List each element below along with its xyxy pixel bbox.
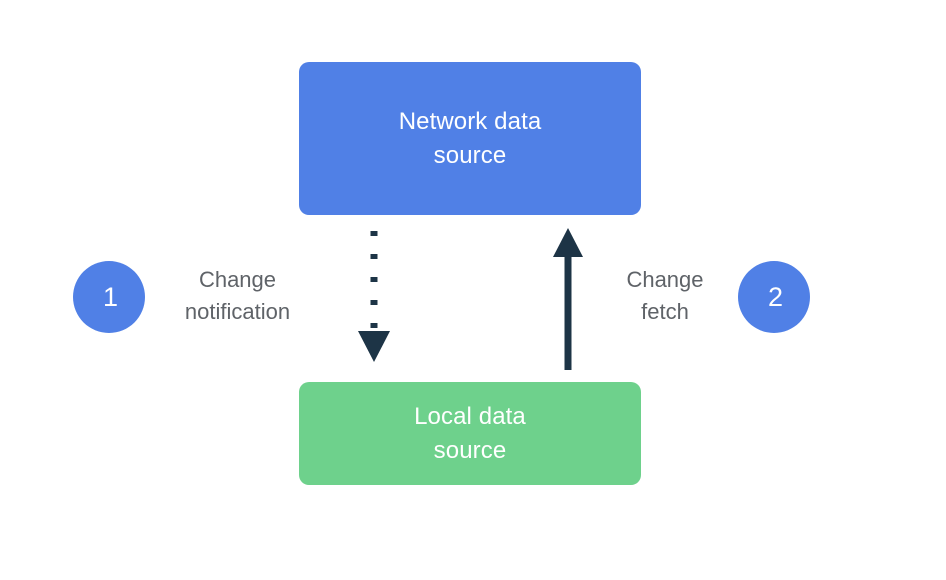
edge-label-change-fetch: Change fetch xyxy=(626,267,704,324)
arrowhead-up-icon xyxy=(553,228,583,257)
step-badge-1[interactable]: 1 xyxy=(73,261,145,333)
edge-change-notification-arrow xyxy=(358,231,390,362)
step-badge-2[interactable]: 2 xyxy=(738,261,810,333)
arrowhead-down-icon xyxy=(358,331,390,362)
edge-label-change-notification: Change notification xyxy=(184,267,291,324)
edge-change-fetch-arrow xyxy=(553,228,583,370)
node-local-data-source[interactable]: Local data source xyxy=(299,382,641,485)
node-network-data-source[interactable]: Network data source xyxy=(299,62,641,215)
